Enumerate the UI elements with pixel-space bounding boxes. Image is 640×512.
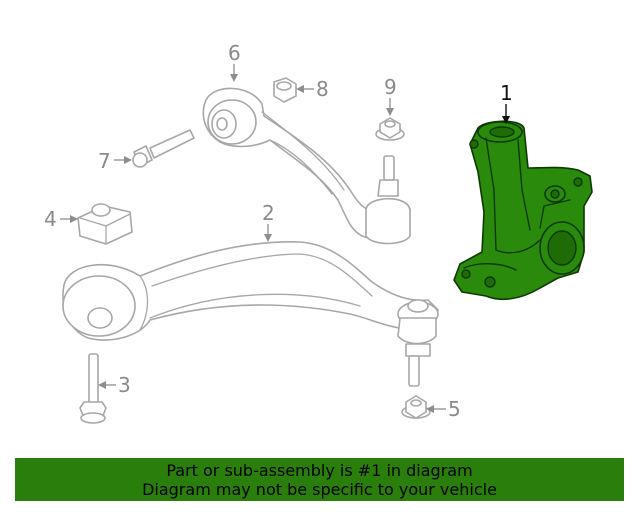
callout-5: 5 xyxy=(426,397,461,421)
steering-knuckle[interactable] xyxy=(453,120,593,301)
parts-diagram: 1 2 3 4 5 6 7 8 9 xyxy=(44,41,593,424)
callout-label-3: 3 xyxy=(118,373,131,397)
callout-7: 7 xyxy=(98,149,132,173)
callout-label-7: 7 xyxy=(98,149,111,173)
part-notice-banner: Part or sub-assembly is #1 in diagram Di… xyxy=(15,458,624,501)
callout-3: 3 xyxy=(98,373,131,397)
upper-control-arm[interactable] xyxy=(202,87,411,245)
callout-label-8: 8 xyxy=(316,77,329,101)
upper-flange-nut[interactable] xyxy=(375,117,405,141)
callout-label-2: 2 xyxy=(262,201,275,225)
callout-9: 9 xyxy=(384,75,397,116)
callout-label-1: 1 xyxy=(500,81,513,105)
bushing-block[interactable] xyxy=(77,203,133,245)
callout-label-5: 5 xyxy=(448,397,461,421)
notice-line-disclaimer: Diagram may not be specific to your vehi… xyxy=(142,479,497,499)
callout-label-4: 4 xyxy=(44,207,57,231)
lower-control-arm[interactable] xyxy=(62,241,439,387)
callout-4: 4 xyxy=(44,207,78,231)
lower-flange-nut[interactable] xyxy=(401,395,431,419)
callout-label-9: 9 xyxy=(384,75,397,99)
lower-bolt[interactable] xyxy=(79,353,107,424)
callout-1: 1 xyxy=(500,81,513,124)
upper-bolt[interactable] xyxy=(132,129,195,168)
callout-label-6: 6 xyxy=(228,41,241,65)
callout-6: 6 xyxy=(228,41,241,82)
callout-2: 2 xyxy=(262,201,275,242)
notice-line-part: Part or sub-assembly is #1 in diagram xyxy=(166,460,473,480)
callout-8: 8 xyxy=(296,77,329,101)
cap-nut[interactable] xyxy=(273,77,297,103)
